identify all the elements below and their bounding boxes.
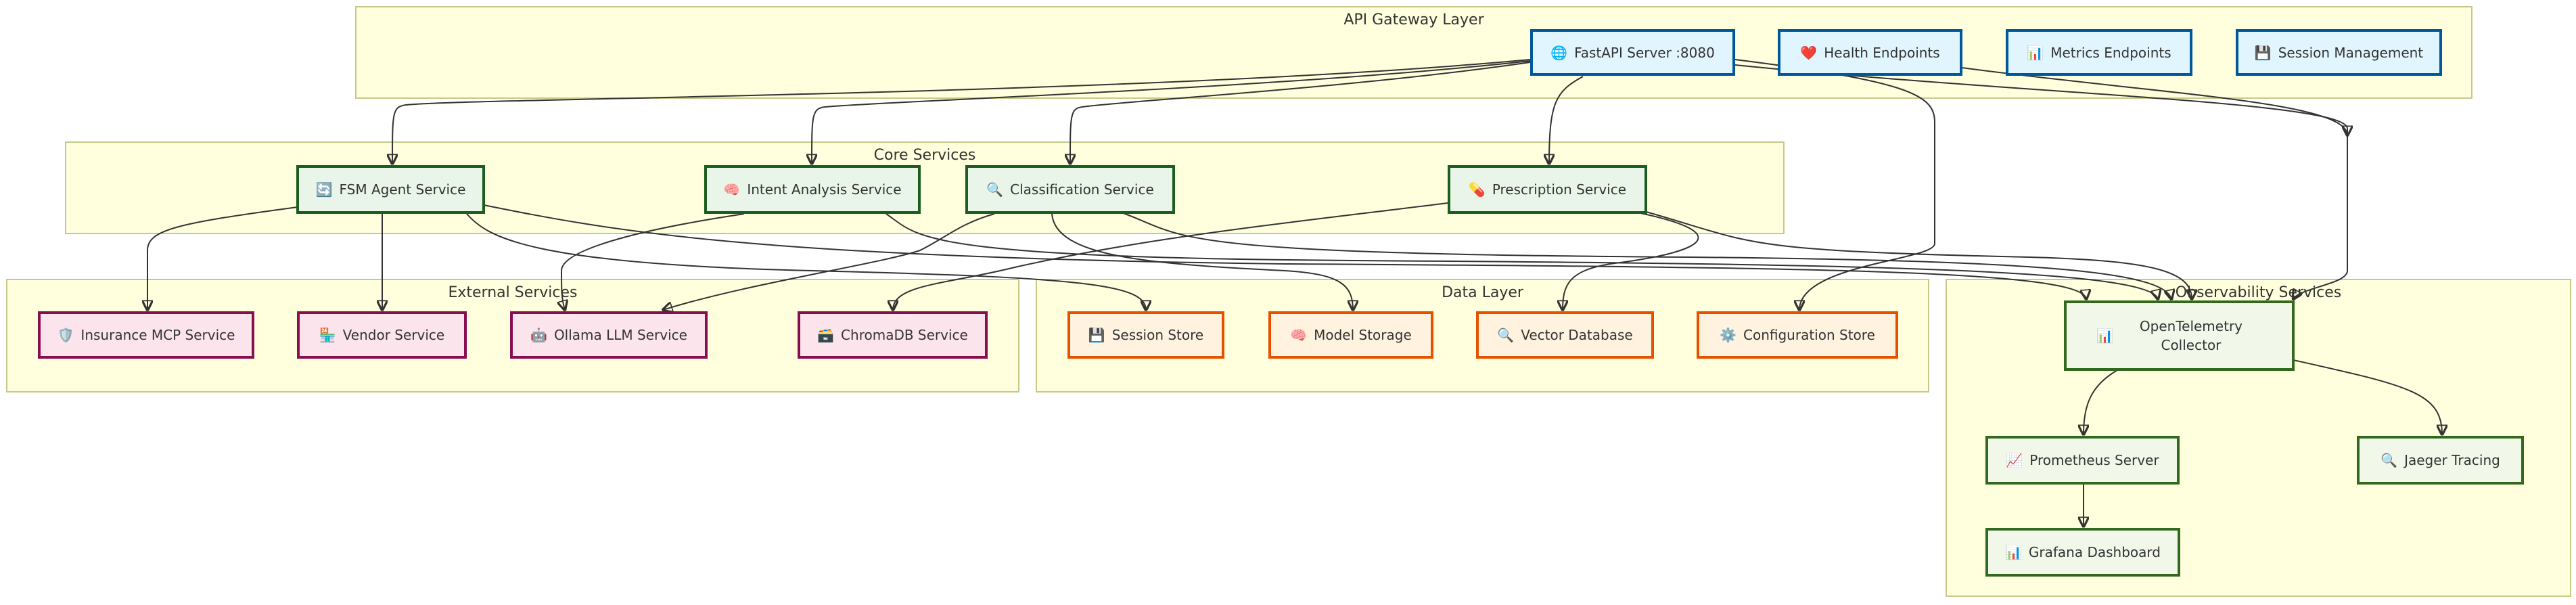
grafana-dashboard-label: Grafana Dashboard bbox=[2028, 544, 2161, 560]
grafana-dashboard-node[interactable]: 📊 Grafana Dashboard bbox=[1985, 528, 2180, 577]
health-endpoints-node[interactable]: ❤️ Health Endpoints bbox=[1778, 29, 1962, 76]
bar-chart-icon: 📊 bbox=[2005, 544, 2022, 560]
trending-up-icon: 📈 bbox=[2006, 452, 2023, 468]
gear-icon: ⚙️ bbox=[1720, 327, 1737, 343]
opentelemetry-collector-node[interactable]: 📊 OpenTelemetry Collector bbox=[2064, 300, 2295, 371]
magnifier-icon: 🔍 bbox=[2380, 452, 2398, 468]
group-title-core-services: Core Services bbox=[873, 147, 976, 164]
jaeger-tracing-node[interactable]: 🔍 Jaeger Tracing bbox=[2357, 436, 2524, 485]
pill-icon: 💊 bbox=[1468, 181, 1486, 198]
fastapi-server-node[interactable]: 🌐 FastAPI Server :8080 bbox=[1530, 29, 1735, 76]
session-management-label: Session Management bbox=[2278, 44, 2424, 61]
classification-service-node[interactable]: 🔍 Classification Service bbox=[965, 165, 1175, 214]
bar-chart-icon: 📊 bbox=[2096, 328, 2113, 344]
floppy-disk-icon: 💾 bbox=[2254, 44, 2272, 61]
configuration-store-node[interactable]: ⚙️ Configuration Store bbox=[1697, 311, 1898, 359]
bar-chart-icon: 📊 bbox=[2027, 44, 2044, 61]
classification-service-label: Classification Service bbox=[1010, 181, 1154, 198]
opentelemetry-collector-label: OpenTelemetry Collector bbox=[2139, 318, 2242, 353]
group-title-observability-services: Observability Services bbox=[2175, 284, 2342, 301]
chromadb-service-label: ChromaDB Service bbox=[841, 327, 968, 343]
globe-icon: 🌐 bbox=[1550, 44, 1568, 61]
prometheus-server-node[interactable]: 📈 Prometheus Server bbox=[1985, 436, 2180, 485]
fsm-agent-service-node[interactable]: 🔄 FSM Agent Service bbox=[296, 165, 485, 214]
jaeger-tracing-label: Jaeger Tracing bbox=[2404, 452, 2500, 468]
ollama-llm-service-label: Ollama LLM Service bbox=[553, 327, 687, 343]
vendor-service-label: Vendor Service bbox=[342, 327, 445, 343]
group-title-api-gateway-layer: API Gateway Layer bbox=[1343, 12, 1484, 28]
session-store-node[interactable]: 💾 Session Store bbox=[1067, 311, 1224, 359]
model-storage-node[interactable]: 🧠 Model Storage bbox=[1268, 311, 1433, 359]
health-endpoints-label: Health Endpoints bbox=[1824, 44, 1940, 61]
shield-icon: 🛡️ bbox=[57, 327, 74, 343]
prescription-service-label: Prescription Service bbox=[1492, 181, 1627, 198]
group-title-external-services: External Services bbox=[448, 284, 578, 301]
card-file-box-icon: 🗃️ bbox=[817, 327, 835, 343]
metrics-endpoints-node[interactable]: 📊 Metrics Endpoints bbox=[2006, 29, 2192, 76]
intent-analysis-service-label: Intent Analysis Service bbox=[747, 181, 902, 198]
heart-icon: ❤️ bbox=[1800, 44, 1818, 61]
robot-icon: 🤖 bbox=[530, 327, 547, 343]
edge-fastapi-otel bbox=[1734, 64, 2348, 299]
insurance-mcp-service-node[interactable]: 🛡️ Insurance MCP Service bbox=[38, 311, 254, 359]
fsm-agent-service-label: FSM Agent Service bbox=[339, 181, 466, 198]
vector-database-label: Vector Database bbox=[1521, 327, 1633, 343]
prescription-service-node[interactable]: 💊 Prescription Service bbox=[1448, 165, 1647, 214]
prometheus-server-label: Prometheus Server bbox=[2029, 452, 2159, 468]
configuration-store-label: Configuration Store bbox=[1743, 327, 1875, 343]
group-title-data-layer: Data Layer bbox=[1442, 284, 1523, 301]
vendor-service-node[interactable]: 🏪 Vendor Service bbox=[297, 311, 467, 359]
session-store-label: Session Store bbox=[1111, 327, 1204, 343]
magnifier-icon: 🔍 bbox=[1497, 327, 1515, 343]
model-storage-label: Model Storage bbox=[1314, 327, 1412, 343]
brain-icon: 🧠 bbox=[723, 181, 741, 198]
refresh-icon: 🔄 bbox=[315, 181, 333, 198]
insurance-mcp-service-label: Insurance MCP Service bbox=[80, 327, 235, 343]
vector-database-node[interactable]: 🔍 Vector Database bbox=[1476, 311, 1654, 359]
ollama-llm-service-node[interactable]: 🤖 Ollama LLM Service bbox=[510, 311, 708, 359]
intent-analysis-service-node[interactable]: 🧠 Intent Analysis Service bbox=[704, 165, 921, 214]
session-management-node[interactable]: 💾 Session Management bbox=[2236, 29, 2442, 76]
store-icon: 🏪 bbox=[319, 327, 336, 343]
metrics-endpoints-label: Metrics Endpoints bbox=[2050, 44, 2171, 61]
brain-icon: 🧠 bbox=[1290, 327, 1308, 343]
magnifier-icon: 🔍 bbox=[986, 181, 1004, 198]
chromadb-service-node[interactable]: 🗃️ ChromaDB Service bbox=[798, 311, 988, 359]
floppy-disk-icon: 💾 bbox=[1088, 327, 1105, 343]
fastapi-server-label: FastAPI Server :8080 bbox=[1574, 44, 1715, 61]
